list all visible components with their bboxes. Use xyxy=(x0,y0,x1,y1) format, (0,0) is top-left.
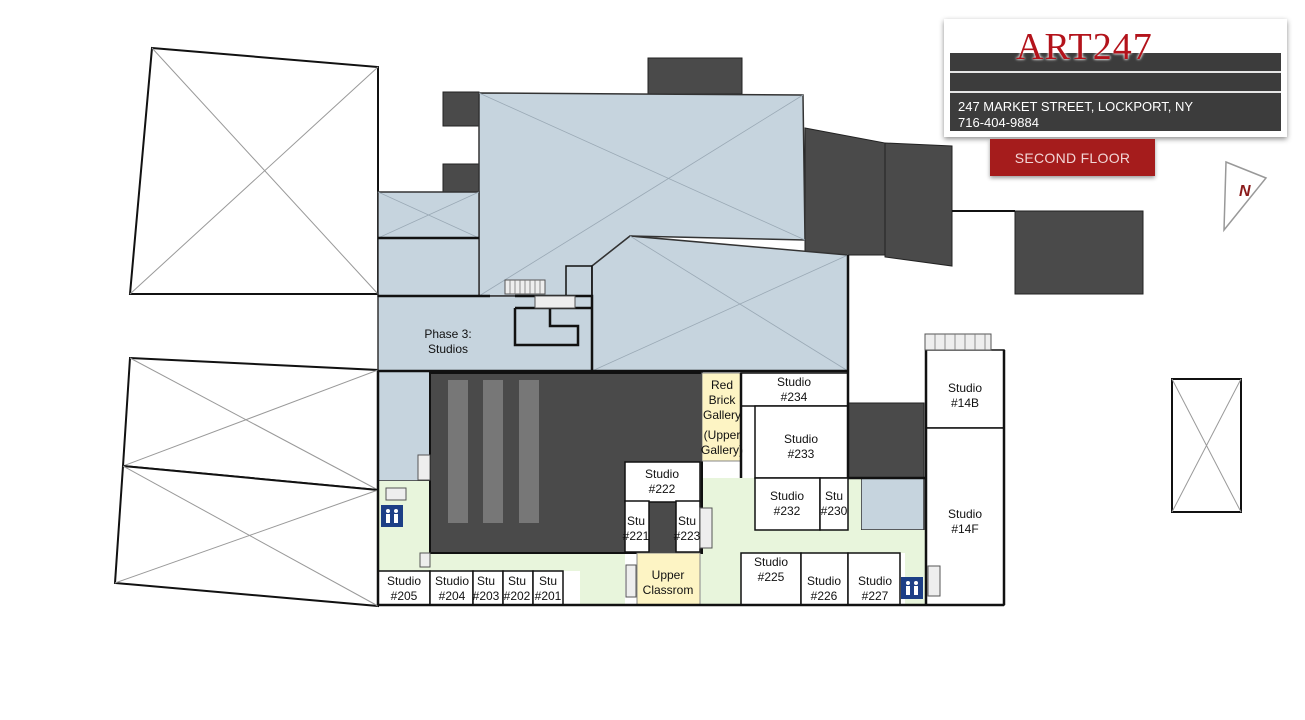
room-label-230: Stu#230 xyxy=(821,489,848,518)
floor-label-badge: SECOND FLOOR xyxy=(990,139,1155,176)
room-label-223: Stu#223 xyxy=(674,514,701,543)
room-label-14b: Studio#14B xyxy=(948,381,982,410)
room-label-204: Studio#204 xyxy=(435,574,469,603)
gallery-area xyxy=(701,372,742,462)
north-arrow-icon: N xyxy=(1223,160,1268,233)
brand-address: 247 MARKET STREET, LOCKPORT, NY xyxy=(958,99,1194,114)
brand-phone: 716-404-9884 xyxy=(958,115,1039,130)
logo-stripe xyxy=(950,71,1281,73)
adjacent-buildings xyxy=(113,46,1242,608)
room-label-203: Stu#203 xyxy=(473,574,500,603)
room-label-221: Stu#221 xyxy=(623,514,650,543)
room-label-222: Studio#222 xyxy=(645,467,679,496)
brand-logo-panel: ART247 247 MARKET STREET, LOCKPORT, NY 7… xyxy=(944,19,1287,137)
stair-treads xyxy=(509,280,986,350)
north-label: N xyxy=(1239,183,1251,200)
room-label-225: Studio#225 xyxy=(754,555,788,584)
room-label-233: Studio#233 xyxy=(784,432,818,461)
room-label-205: Studio#205 xyxy=(387,574,421,603)
room-label-14f: Studio#14F xyxy=(948,507,982,536)
brand-name: ART247 xyxy=(1016,26,1153,68)
room-label-202: Stu#202 xyxy=(504,574,531,603)
room-label-226: Studio#226 xyxy=(807,574,841,603)
room-label-227: Studio#227 xyxy=(858,574,892,603)
room-label-201: Stu#201 xyxy=(535,574,562,603)
phase3-x-lines xyxy=(377,92,849,372)
brand-address-block: 247 MARKET STREET, LOCKPORT, NY 716-404-… xyxy=(958,99,1193,131)
outer-walls xyxy=(376,255,1006,607)
main-dark-hall xyxy=(429,372,703,554)
logo-stripe xyxy=(950,91,1281,93)
room-label-phase3: Phase 3:Studios xyxy=(424,327,471,356)
room-label-232: Studio#232 xyxy=(770,489,804,518)
room-label-234: Studio#234 xyxy=(777,375,811,404)
stairs xyxy=(385,279,992,598)
restroom-icon xyxy=(901,577,923,599)
restroom-icon xyxy=(381,505,403,527)
dark-blocks xyxy=(442,57,1144,479)
